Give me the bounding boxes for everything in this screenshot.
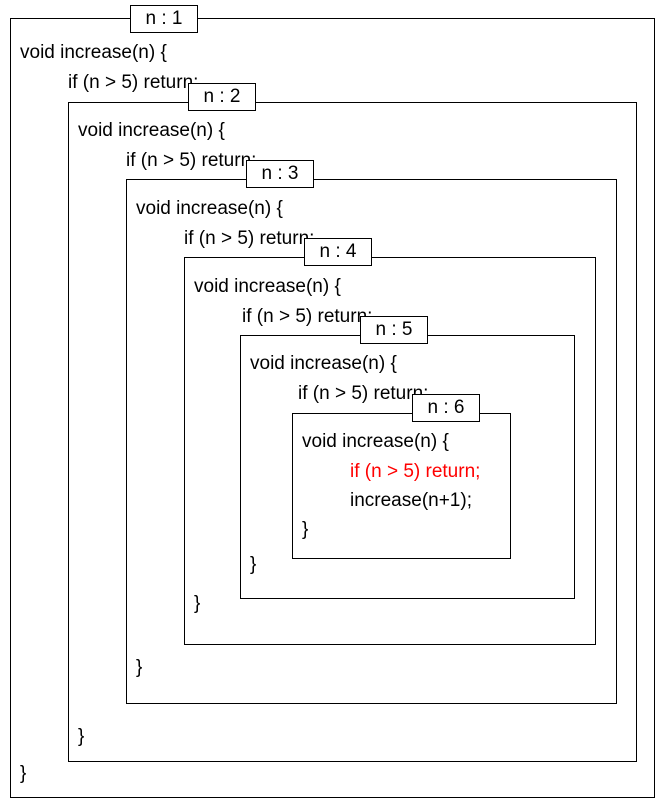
- frame-label-2: n : 2: [188, 83, 256, 111]
- guard-line-2: if (n > 5) return;: [126, 150, 257, 171]
- frame-label-6: n : 6: [412, 394, 480, 422]
- closing-brace-6: }: [302, 519, 309, 540]
- function-signature-5: void increase(n) {: [250, 353, 397, 374]
- closing-brace-5: }: [250, 554, 257, 575]
- function-signature-3: void increase(n) {: [136, 198, 283, 219]
- frame-label-3: n : 3: [246, 160, 314, 188]
- function-signature-4: void increase(n) {: [194, 276, 341, 297]
- frame-label-5: n : 5: [360, 316, 428, 344]
- guard-line-5: if (n > 5) return;: [298, 383, 429, 404]
- closing-brace-4: }: [194, 593, 201, 614]
- closing-brace-2: }: [78, 726, 85, 747]
- recursive-call-6: increase(n+1);: [350, 490, 472, 511]
- function-signature-2: void increase(n) {: [78, 120, 225, 141]
- guard-line-3: if (n > 5) return;: [184, 228, 315, 249]
- frame-label-1: n : 1: [130, 5, 198, 33]
- function-signature-6: void increase(n) {: [302, 431, 449, 452]
- function-signature-1: void increase(n) {: [20, 42, 167, 63]
- guard-line-4: if (n > 5) return;: [242, 306, 373, 327]
- closing-brace-1: }: [20, 763, 27, 784]
- guard-line-6-highlighted: if (n > 5) return;: [350, 461, 481, 482]
- call-frame-6: [292, 413, 511, 559]
- guard-line-1: if (n > 5) return;: [68, 72, 199, 93]
- frame-label-4: n : 4: [304, 238, 372, 266]
- closing-brace-3: }: [136, 657, 143, 678]
